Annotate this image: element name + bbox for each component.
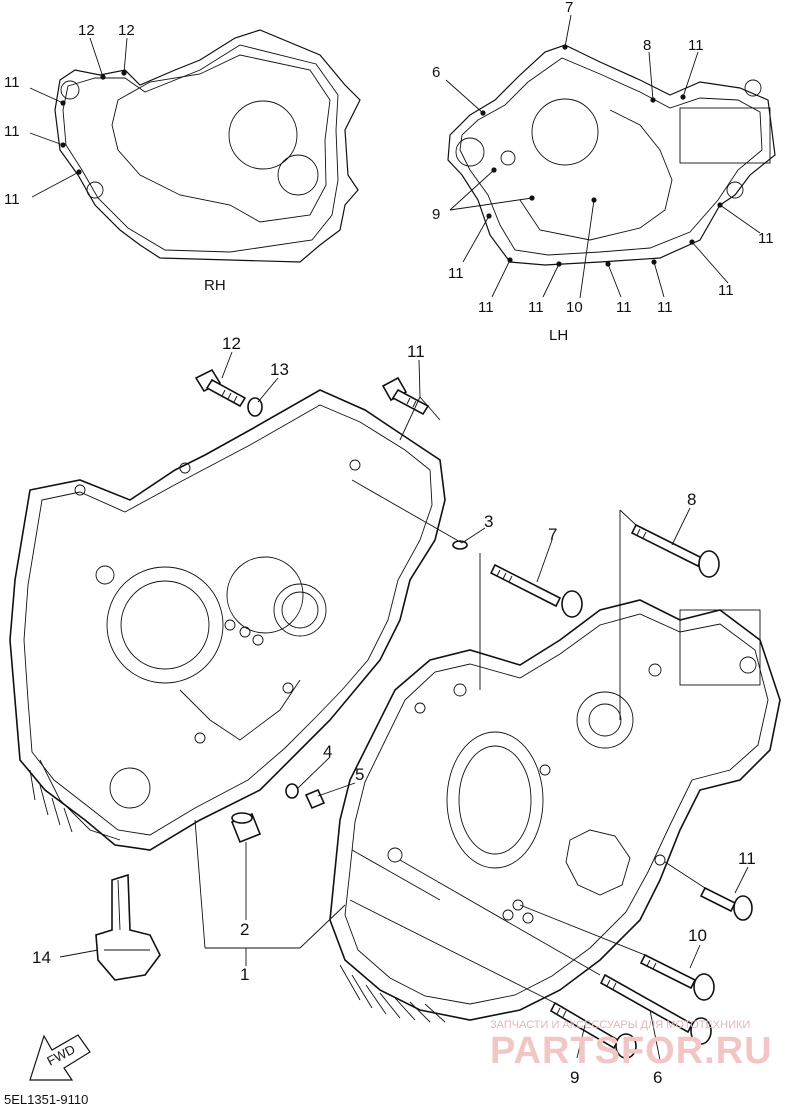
rh-callout-12a: 12 xyxy=(78,22,95,39)
lh-callout-11d: 11 xyxy=(478,299,494,316)
diagram-code: 5EL1351-9110 xyxy=(4,1092,88,1107)
fwd-arrow-icon xyxy=(29,1034,91,1081)
callout-13: 13 xyxy=(270,360,289,379)
callout-6: 6 xyxy=(653,1068,662,1087)
crankcase-right-half xyxy=(9,389,446,851)
rh-callout-12b: 12 xyxy=(118,22,135,39)
rh-callout-11c: 11 xyxy=(4,191,20,208)
rh-callout-11b: 11 xyxy=(4,123,20,140)
bolt-11-top xyxy=(381,376,430,416)
callout-11-top: 11 xyxy=(407,342,425,361)
rh-gasket-diagram xyxy=(29,29,361,263)
washer-13 xyxy=(247,397,263,417)
rh-callout-11a: 11 xyxy=(4,74,20,91)
leader-lines xyxy=(59,351,749,1061)
watermark-tagline: ЗАПЧАСТИ И АКСЕССУАРЫ ДЛЯ МОТОТЕХНИКИ xyxy=(490,1019,750,1031)
callout-4: 4 xyxy=(323,742,332,761)
callout-10: 10 xyxy=(688,926,707,945)
bolt-7 xyxy=(489,563,583,618)
lh-callout-8: 8 xyxy=(643,37,651,54)
o-ring-3 xyxy=(452,540,468,550)
dowel-pin-5 xyxy=(304,788,326,810)
callout-1: 1 xyxy=(240,965,249,984)
lh-title: LH xyxy=(549,327,568,344)
callout-3: 3 xyxy=(484,512,493,531)
lh-callout-11c: 11 xyxy=(718,282,734,299)
bolt-12 xyxy=(194,368,247,408)
callout-12: 12 xyxy=(222,334,241,353)
lh-callout-11e: 11 xyxy=(528,299,544,316)
rh-title: RH xyxy=(204,277,226,294)
lh-callout-11b: 11 xyxy=(758,230,774,247)
lh-callout-6: 6 xyxy=(432,64,440,81)
dowel-pin-2 xyxy=(230,812,262,844)
lh-gasket-diagram xyxy=(445,14,776,299)
bolt-11-right xyxy=(699,886,753,921)
lh-callout-7: 7 xyxy=(565,0,573,16)
callout-7: 7 xyxy=(548,525,557,544)
lh-callout-9: 9 xyxy=(432,206,440,223)
bolt-8 xyxy=(630,523,720,578)
crankcase-left-half xyxy=(329,599,781,1023)
callout-2: 2 xyxy=(240,920,249,939)
callout-5: 5 xyxy=(355,765,364,784)
bolt-10 xyxy=(639,953,715,1001)
lh-callout-10: 10 xyxy=(566,299,583,316)
callout-9: 9 xyxy=(570,1068,579,1087)
lh-callout-11g: 11 xyxy=(657,299,673,316)
lh-callout-11a: 11 xyxy=(448,265,464,282)
watermark-brand: PARTSFOR.RU xyxy=(490,1030,773,1072)
bolt-6 xyxy=(599,973,712,1045)
guide-14 xyxy=(95,873,161,981)
callout-14: 14 xyxy=(32,948,51,967)
o-ring-4 xyxy=(285,783,299,799)
callout-8: 8 xyxy=(687,490,696,509)
lh-callout-11f: 11 xyxy=(616,299,632,316)
callout-11-right: 11 xyxy=(738,849,756,868)
lh-callout-11-top: 11 xyxy=(688,37,704,54)
